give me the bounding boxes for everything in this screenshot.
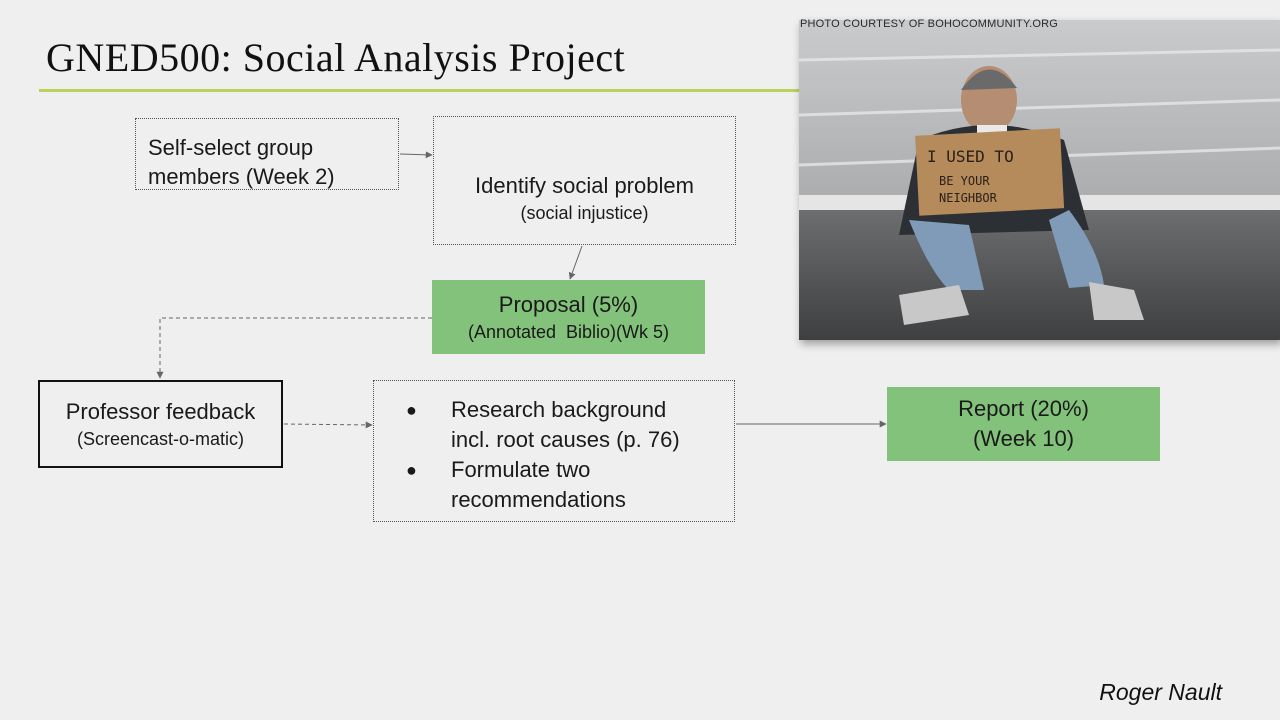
bullet-icon: ●: [406, 460, 417, 480]
self-select-line1: Self-select group: [148, 135, 314, 160]
professor-feedback-box: Professor feedback (Screencast-o-matic): [38, 380, 283, 468]
arrow-feedback-to-research: [283, 421, 373, 429]
arrow-proposal-to-feedback: [156, 317, 432, 379]
author-name: Roger Nault: [1099, 679, 1222, 705]
sign-line-1: I USED TO: [927, 147, 1014, 166]
sign-line-2: BE YOUR: [939, 174, 990, 188]
list-item: ● Formulate two recommendations: [406, 455, 734, 515]
list-item: ● Research background incl. root causes …: [406, 395, 734, 455]
identify-main-text: Identify social problem: [475, 172, 694, 198]
bullet-icon: ●: [406, 400, 417, 420]
photo-credit: PHOTO COURTESY OF BOHOCOMMUNITY.ORG: [800, 18, 1058, 30]
research-box: ● Research background incl. root causes …: [373, 380, 735, 522]
research-item2-line1: Formulate two: [451, 457, 591, 482]
research-item2-line2: recommendations: [451, 487, 626, 512]
identify-problem-box: Identify social problem (social injustic…: [433, 116, 736, 245]
research-item1-line1: Research background: [451, 397, 667, 422]
proposal-box: Proposal (5%) (Annotated Biblio)(Wk 5): [432, 280, 705, 354]
self-select-line2: members (Week 2): [148, 164, 335, 189]
proposal-main-text: Proposal (5%): [498, 291, 639, 317]
report-line2: (Week 10): [972, 426, 1075, 451]
arrow-identify-to-proposal: [568, 245, 583, 280]
photo-illustration: I USED TO BE YOUR NEIGHBOR: [799, 20, 1280, 340]
title-underline: [39, 89, 801, 92]
feedback-sub-text: (Screencast-o-matic): [76, 428, 245, 449]
identify-sub-text: (social injustice): [520, 202, 649, 223]
sign-line-3: NEIGHBOR: [939, 191, 998, 205]
report-box: Report (20%) (Week 10): [887, 387, 1160, 461]
arrow-selfselect-to-identify: [399, 151, 433, 159]
self-select-box: Self-select group members (Week 2): [135, 118, 399, 190]
report-line1: Report (20%): [958, 396, 1089, 421]
research-list: ● Research background incl. root causes …: [406, 395, 734, 515]
proposal-sub-text: (Annotated Biblio)(Wk 5): [467, 321, 670, 342]
homeless-man-photo: I USED TO BE YOUR NEIGHBOR: [799, 20, 1280, 340]
feedback-main-text: Professor feedback: [65, 398, 256, 424]
slide-title: GNED500: Social Analysis Project: [46, 35, 626, 80]
research-item1-line2: incl. root causes (p. 76): [451, 427, 680, 452]
